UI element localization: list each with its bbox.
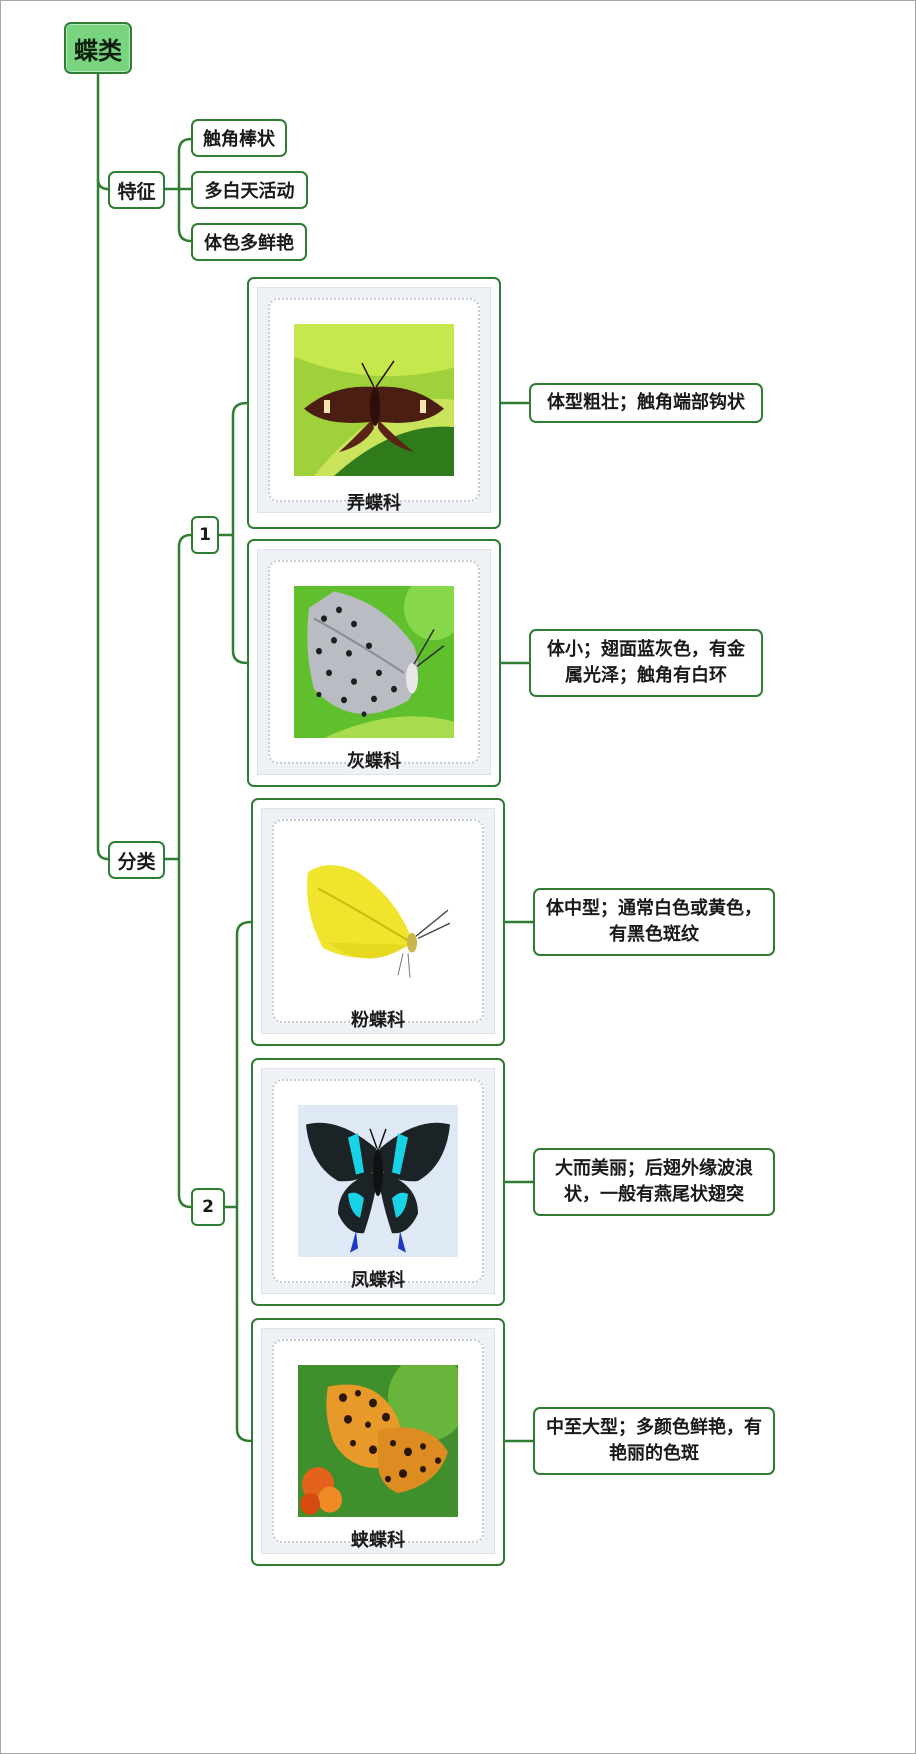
stamp-frame — [261, 808, 495, 1034]
stamp-frame — [257, 287, 491, 513]
family-name: 凤蝶科 — [253, 1266, 503, 1292]
features-node[interactable]: 特征 — [108, 171, 165, 209]
feature-label: 体色多鲜艳 — [204, 229, 294, 255]
feature-label: 触角棒状 — [203, 125, 275, 151]
description-text: 体中型；通常白色或黄色，有黑色斑纹 — [545, 896, 763, 948]
description-text: 体小；翅面蓝灰色，有金属光泽；触角有白环 — [541, 637, 751, 689]
family-name: 灰蝶科 — [249, 747, 499, 773]
blue-butterfly-icon — [294, 586, 454, 738]
group-2-node[interactable]: 2 — [191, 1188, 225, 1226]
root-label: 蝶类 — [74, 31, 122, 66]
family-description-papilionidae[interactable]: 大而美丽；后翅外缘波浪状，一般有燕尾状翅突 — [533, 1148, 775, 1216]
family-card-pieridae[interactable]: 粉蝶科 — [251, 798, 505, 1046]
feature-item[interactable]: 体色多鲜艳 — [191, 223, 307, 261]
classification-label: 分类 — [117, 847, 155, 874]
classification-node[interactable]: 分类 — [108, 841, 165, 879]
stamp-frame — [261, 1068, 495, 1294]
family-card-nymphalidae[interactable]: 蛱蝶科 — [251, 1318, 505, 1566]
family-description-nymphalidae[interactable]: 中至大型；多颜色鲜艳，有艳丽的色斑 — [533, 1407, 775, 1475]
yellow-butterfly-icon — [298, 845, 458, 997]
brushfoot-butterfly-icon — [298, 1365, 458, 1517]
family-name: 弄蝶科 — [249, 489, 499, 515]
swallowtail-butterfly-icon — [298, 1105, 458, 1257]
family-name: 粉蝶科 — [253, 1006, 503, 1032]
feature-label: 多白天活动 — [205, 177, 295, 203]
family-card-lycaenidae[interactable]: 灰蝶科 — [247, 539, 501, 787]
feature-item[interactable]: 多白天活动 — [191, 171, 308, 209]
family-description-lycaenidae[interactable]: 体小；翅面蓝灰色，有金属光泽；触角有白环 — [529, 629, 763, 697]
group-1-node[interactable]: 1 — [191, 516, 219, 554]
stamp-frame — [261, 1328, 495, 1554]
features-label: 特征 — [117, 177, 155, 204]
family-description-pieridae[interactable]: 体中型；通常白色或黄色，有黑色斑纹 — [533, 888, 775, 956]
group-label: 2 — [202, 1197, 214, 1217]
description-text: 中至大型；多颜色鲜艳，有艳丽的色斑 — [545, 1415, 763, 1467]
root-node[interactable]: 蝶类 — [64, 22, 132, 74]
group-label: 1 — [199, 525, 211, 545]
family-card-papilionidae[interactable]: 凤蝶科 — [251, 1058, 505, 1306]
description-text: 体型粗壮；触角端部钩状 — [547, 390, 745, 416]
stamp-frame — [257, 549, 491, 775]
description-text: 大而美丽；后翅外缘波浪状，一般有燕尾状翅突 — [545, 1156, 763, 1208]
family-description-hesperiidae[interactable]: 体型粗壮；触角端部钩状 — [529, 383, 763, 423]
family-card-hesperiidae[interactable]: 弄蝶科 — [247, 277, 501, 529]
skipper-butterfly-icon — [294, 324, 454, 476]
feature-item[interactable]: 触角棒状 — [191, 119, 287, 157]
family-name: 蛱蝶科 — [253, 1526, 503, 1552]
